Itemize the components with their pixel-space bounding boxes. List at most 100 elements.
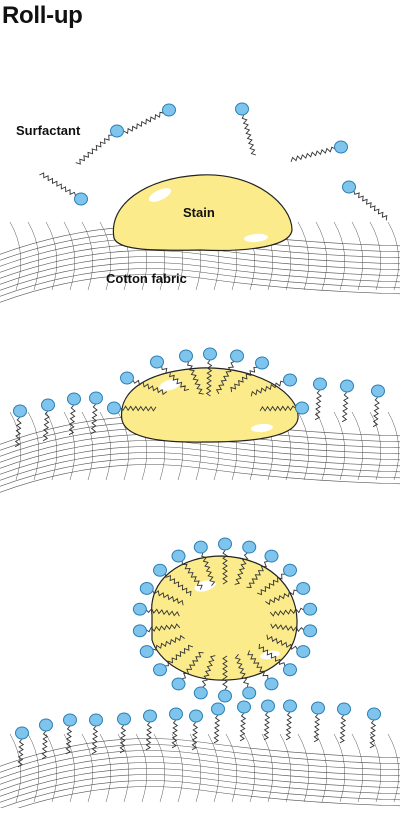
surfactant-head bbox=[39, 718, 53, 732]
surfactant-molecule bbox=[246, 549, 279, 588]
fabric-thread bbox=[0, 750, 400, 779]
fabric-thread bbox=[189, 733, 201, 803]
surfactant-head bbox=[110, 124, 124, 138]
fabric-thread bbox=[243, 733, 255, 803]
surfactant-molecule bbox=[89, 713, 103, 755]
fabric-thread bbox=[0, 762, 400, 791]
surfactant-head bbox=[303, 624, 318, 638]
surfactant-tail bbox=[285, 712, 293, 741]
surfactant-molecule bbox=[120, 371, 168, 396]
fabric-thread bbox=[0, 744, 400, 773]
surfactant-molecule bbox=[107, 401, 157, 415]
surfactant-head bbox=[193, 540, 208, 554]
fabric-thread bbox=[81, 221, 93, 291]
surfactant-head bbox=[230, 349, 244, 363]
surfactant-tail bbox=[41, 731, 49, 760]
surfactant-molecule bbox=[371, 384, 385, 428]
surfactant-tail bbox=[17, 739, 25, 768]
fabric-thread bbox=[297, 411, 309, 481]
stain-highlight bbox=[194, 580, 216, 592]
surfactant-head bbox=[153, 663, 168, 677]
surfactant-head bbox=[162, 103, 176, 117]
panel-stage-3 bbox=[0, 537, 400, 813]
surfactant-molecule bbox=[256, 563, 297, 596]
surfactant-tail bbox=[182, 652, 204, 680]
surfactant-tail bbox=[234, 654, 249, 687]
surfactant-head bbox=[242, 540, 257, 554]
surfactant-label: Surfactant bbox=[16, 123, 81, 138]
fabric-thread bbox=[333, 733, 345, 803]
surfactant-head bbox=[67, 392, 81, 406]
surfactant-tail bbox=[201, 553, 216, 586]
surfactant-head bbox=[179, 349, 193, 363]
fabric-thread bbox=[117, 411, 129, 481]
fabric-thread bbox=[315, 411, 327, 481]
fabric-thread bbox=[2, 786, 400, 813]
surfactant-head bbox=[89, 713, 103, 727]
surfactant-tail bbox=[42, 411, 50, 442]
surfactant-molecule bbox=[139, 634, 185, 659]
fabric-thread bbox=[99, 221, 111, 291]
surfactant-head bbox=[171, 549, 186, 563]
surfactant-molecule bbox=[311, 701, 325, 743]
fabric-thread bbox=[369, 411, 381, 481]
surfactant-molecule bbox=[234, 654, 257, 700]
panel-stage-1 bbox=[0, 102, 400, 303]
surfactant-tail bbox=[266, 634, 298, 650]
surfactant-molecule bbox=[247, 650, 279, 691]
surfactant-tail bbox=[256, 573, 285, 596]
surfactant-head bbox=[296, 645, 311, 659]
surfactant-head bbox=[169, 707, 183, 721]
fabric-thread bbox=[369, 221, 381, 291]
surfactant-tail bbox=[341, 392, 349, 423]
fabric-thread bbox=[135, 733, 147, 803]
surfactant-tail bbox=[201, 655, 216, 688]
surfactant-tail bbox=[239, 713, 247, 742]
surfactant-molecule bbox=[15, 726, 29, 768]
surfactant-molecule bbox=[132, 623, 181, 638]
surfactant-head bbox=[74, 192, 88, 206]
panel-stage-2 bbox=[0, 347, 400, 493]
surfactant-tail bbox=[123, 111, 164, 135]
surfactant-molecule bbox=[250, 373, 297, 397]
surfactant-tail bbox=[247, 650, 269, 679]
surfactant-head bbox=[296, 581, 311, 595]
cotton-fabric-label: Cotton fabric bbox=[106, 271, 187, 286]
stain-label: Stain bbox=[183, 205, 215, 220]
surfactant-molecule bbox=[171, 652, 204, 691]
surfactant-molecule bbox=[39, 172, 88, 206]
fabric-thread bbox=[63, 221, 75, 291]
surfactant-head bbox=[371, 384, 385, 398]
surfactant-tail bbox=[152, 634, 185, 651]
fabric-thread bbox=[27, 221, 39, 291]
surfactant-tail bbox=[250, 380, 285, 397]
fabric-thread bbox=[81, 411, 93, 481]
fabric-thread bbox=[9, 411, 21, 481]
fabric-thread bbox=[99, 411, 111, 481]
surfactant-tail bbox=[213, 715, 221, 744]
surfactant-molecule bbox=[139, 581, 184, 606]
surfactant-tail bbox=[39, 172, 76, 196]
cotton-fabric-weave bbox=[0, 733, 400, 813]
surfactant-molecule bbox=[367, 707, 381, 749]
surfactant-molecule bbox=[230, 356, 269, 393]
fabric-thread bbox=[81, 733, 93, 803]
surfactant-head bbox=[313, 377, 327, 391]
surfactant-molecule bbox=[89, 391, 103, 435]
surfactant-head bbox=[15, 726, 29, 740]
surfactant-head bbox=[264, 677, 279, 691]
fabric-thread bbox=[297, 733, 309, 803]
fabric-thread bbox=[9, 221, 21, 291]
surfactant-tail bbox=[171, 720, 179, 749]
fabric-thread bbox=[0, 262, 400, 291]
surfactant-molecule bbox=[218, 537, 232, 585]
surfactant-head bbox=[367, 707, 381, 721]
surfactant-head bbox=[235, 102, 249, 116]
surfactant-molecule bbox=[123, 103, 176, 135]
surfactant-head bbox=[189, 709, 203, 723]
surfactant-head bbox=[340, 379, 354, 393]
fabric-thread bbox=[333, 221, 345, 291]
surfactant-molecule bbox=[258, 643, 297, 677]
surfactant-head bbox=[171, 677, 186, 691]
